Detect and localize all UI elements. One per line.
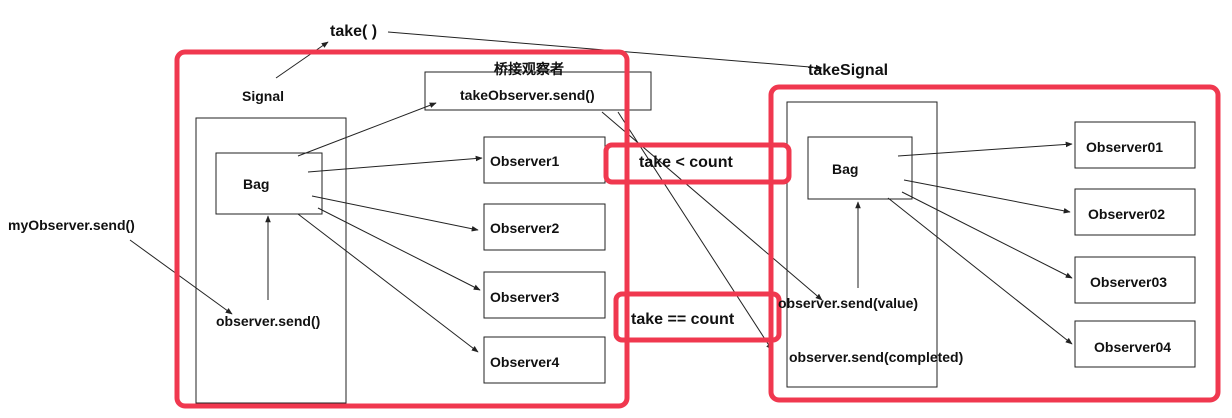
bridge-observer-label: 桥接观察者 xyxy=(494,61,564,77)
observer-label-4: Observer4 xyxy=(490,354,559,370)
take-signal-highlight-frame xyxy=(768,84,1221,403)
observer-label-03: Observer03 xyxy=(1090,274,1167,290)
arrow-bag-to-observer02 xyxy=(903,179,1071,214)
bridge-observer-box xyxy=(424,71,652,111)
observer-box-01 xyxy=(1074,121,1196,169)
observer-label-2: Observer2 xyxy=(490,220,559,236)
arrow-bridge-to-send-value xyxy=(601,111,823,301)
arrow-bag-to-bridge xyxy=(297,102,437,157)
take-call-label: take( ) xyxy=(330,23,377,40)
condition-equal-label: take == count xyxy=(631,311,735,328)
arrow-bag-to-observer01 xyxy=(897,141,1073,157)
arrow-bag-to-observer2 xyxy=(311,195,479,232)
bag-box-right xyxy=(807,136,913,200)
take-signal-container xyxy=(786,101,938,388)
arrow-bag-to-observer03 xyxy=(901,191,1073,279)
observer-box-4 xyxy=(483,336,606,384)
observer-label-3: Observer3 xyxy=(490,289,559,305)
signal-highlight-frame xyxy=(174,49,630,409)
arrow-bridge-to-send-completed xyxy=(617,111,773,351)
arrow-bag-to-observer3 xyxy=(317,207,481,291)
observer-box-03 xyxy=(1074,256,1196,304)
observer-box-02 xyxy=(1074,188,1196,236)
signal-label: Signal xyxy=(242,88,284,104)
take-equal-count-frame xyxy=(613,291,782,343)
bridge-send-label: takeObserver.send() xyxy=(460,87,595,103)
observer-box-04 xyxy=(1074,320,1196,368)
observer-box-2 xyxy=(483,203,606,251)
bag-box-left xyxy=(215,152,323,215)
observer-send-label: observer.send() xyxy=(216,313,320,329)
observer-label-04: Observer04 xyxy=(1094,339,1171,355)
observer-label-1: Observer1 xyxy=(490,153,559,169)
observer-box-3 xyxy=(483,271,606,319)
condition-less-label: take < count xyxy=(639,154,733,171)
observer-send-completed-label: observer.send(completed) xyxy=(789,349,963,365)
take-signal-label: takeSignal xyxy=(808,62,888,79)
observer-send-value-label: observer.send(value) xyxy=(778,295,918,311)
bag-label-left: Bag xyxy=(243,176,269,192)
arrow-bag-to-observer04 xyxy=(887,197,1073,345)
take-less-count-frame xyxy=(603,142,792,185)
bag-label-right: Bag xyxy=(832,161,858,177)
arrow-bag-to-observer4 xyxy=(297,213,479,353)
arrow-myobserver-to-send xyxy=(129,239,233,315)
observer-label-01: Observer01 xyxy=(1086,139,1163,155)
signal-container xyxy=(195,117,347,404)
arrow-signal-to-take xyxy=(275,41,329,79)
my-observer-send-label: myObserver.send() xyxy=(8,217,135,233)
observer-label-02: Observer02 xyxy=(1088,206,1165,222)
arrow-bag-to-observer1 xyxy=(307,155,483,173)
